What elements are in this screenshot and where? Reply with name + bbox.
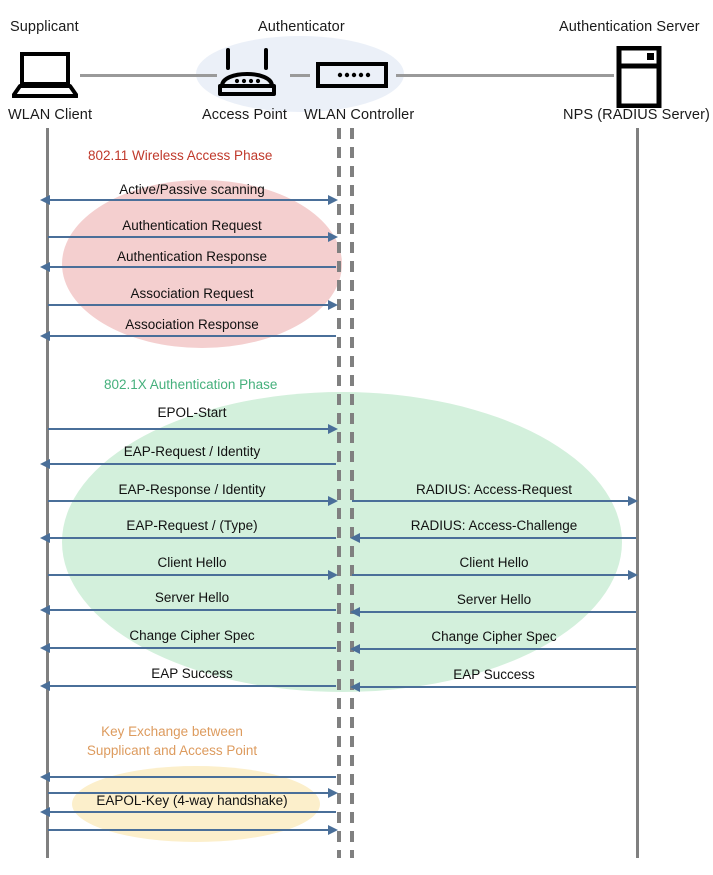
arrowhead-left-eapol-key-3 [40,807,50,817]
link-client-to-ap [80,74,217,77]
message-line-radius-access-request [352,500,629,502]
message-line-radius-access-challenge [358,537,636,539]
arrowhead-right-authentication-request [328,232,338,242]
message-line-eapol-key-4 [48,829,336,831]
lifeline-authenticator-right [350,128,354,858]
message-label-authentication-response: Authentication Response [116,249,268,264]
lifeline-authenticator-left [337,128,341,858]
message-line-client-hello-right [352,574,629,576]
message-line-authentication-request [48,236,336,238]
message-label-change-cipher-spec-right: Change Cipher Spec [431,629,557,644]
node-label-access-point: Access Point [202,107,288,123]
role-label-supplicant: Supplicant [10,19,79,35]
message-line-eapol-key-3 [48,811,336,813]
message-label-eapol-key-4way-handshake: EAPOL-Key (4-way handshake) [96,793,288,808]
arrowhead-right-client-hello-left [328,570,338,580]
arrowhead-right-active-passive-scanning [328,195,338,205]
role-label-authentication-server: Authentication Server [559,19,700,35]
phase-blob-wireless-access [62,180,342,348]
message-line-eap-success-left [48,685,336,687]
message-label-active-passive-scanning: Active/Passive scanning [119,182,265,197]
message-line-eapol-key-1 [48,776,336,778]
arrowhead-right-eapol-key-4 [328,825,338,835]
arrowhead-right-epol-start [328,424,338,434]
phase-caption-key-exchange-line1: Key Exchange between [101,724,243,739]
message-line-eap-success-right [358,686,636,688]
arrowhead-left-authentication-response [40,262,50,272]
arrowhead-left-eap-request-identity [40,459,50,469]
message-label-association-response: Association Response [125,317,259,332]
message-label-eap-request-identity: EAP-Request / Identity [123,444,261,459]
link-ap-to-controller [290,74,310,77]
message-line-client-hello-left [48,574,336,576]
arrowhead-right-eapol-key-2 [328,788,338,798]
message-label-authentication-request: Authentication Request [122,218,262,233]
message-label-server-hello-right: Server Hello [456,592,532,607]
message-line-active-passive-scanning [48,199,336,201]
arrowhead-left-change-cipher-spec-left [40,643,50,653]
arrowhead-left-change-cipher-spec-right [350,644,360,654]
arrowhead-left-active-passive-scanning [40,195,50,205]
role-label-authenticator: Authenticator [258,19,345,35]
arrowhead-left-association-response [40,331,50,341]
arrowhead-left-radius-access-challenge [350,533,360,543]
phase-caption-wireless-access: 802.11 Wireless Access Phase [88,148,273,163]
message-line-epol-start [48,428,336,430]
message-label-radius-access-challenge: RADIUS: Access-Challenge [410,518,578,533]
message-label-association-request: Association Request [130,286,254,301]
phase-blob-dot1x [62,392,622,692]
arrowhead-right-radius-access-request [628,496,638,506]
message-line-change-cipher-spec-left [48,647,336,649]
arrowhead-left-eap-success-left [40,681,50,691]
message-line-association-request [48,304,336,306]
message-label-eap-request-type: EAP-Request / (Type) [126,518,258,533]
node-label-wlan-controller: WLAN Controller [304,107,415,123]
message-line-server-hello-right [358,611,636,613]
message-line-eapol-key-2 [48,792,336,794]
node-label-wlan-client: WLAN Client [8,107,93,123]
message-label-epol-start: EPOL-Start [157,405,227,420]
message-label-eap-success-left: EAP Success [151,666,233,681]
arrowhead-left-server-hello-right [350,607,360,617]
message-line-change-cipher-spec-right [358,648,636,650]
laptop-icon [11,52,79,103]
message-label-client-hello-right: Client Hello [459,555,529,570]
arrowhead-left-eapol-key-1 [40,772,50,782]
lifeline-supplicant [46,128,49,858]
message-label-radius-access-request: RADIUS: Access-Request [415,482,573,497]
message-line-eap-request-identity [48,463,336,465]
wlan-controller-icon [316,62,388,93]
arrowhead-left-eap-success-right [350,682,360,692]
message-line-association-response [48,335,336,337]
arrowhead-right-eap-response-identity [328,496,338,506]
message-label-eap-success-right: EAP Success [453,667,535,682]
message-line-eap-response-identity [48,500,336,502]
message-label-eap-response-identity: EAP-Response / Identity [118,482,266,497]
link-controller-to-nps [396,74,614,77]
message-label-client-hello-left: Client Hello [157,555,227,570]
node-label-nps-radius-server: NPS (RADIUS Server) [563,107,710,123]
phase-caption-key-exchange-line2: Supplicant and Access Point [86,743,258,758]
message-line-eap-request-type [48,537,336,539]
access-point-icon [216,48,278,105]
arrowhead-right-association-request [328,300,338,310]
message-line-server-hello-left [48,609,336,611]
arrowhead-left-server-hello-left [40,605,50,615]
server-icon [616,45,662,113]
arrowhead-right-client-hello-right [628,570,638,580]
lifeline-auth-server [636,128,639,858]
arrowhead-left-eap-request-type [40,533,50,543]
message-line-authentication-response [48,266,336,268]
phase-caption-dot1x: 802.1X Authentication Phase [104,377,278,392]
message-label-server-hello-left: Server Hello [154,590,230,605]
message-label-change-cipher-spec-left: Change Cipher Spec [129,628,255,643]
